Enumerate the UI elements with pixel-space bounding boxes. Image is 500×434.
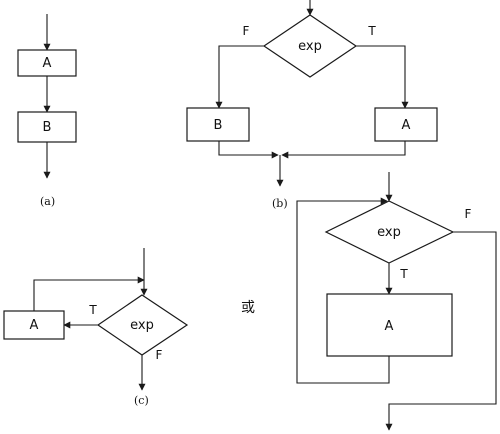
selection-merge-left-arrow — [218, 141, 279, 159]
loop-false-exit-arrow — [385, 231, 497, 431]
loop-body-box — [326, 293, 453, 357]
selection-structure: exp F T B A (b) — [186, 0, 438, 210]
sequence-caption: (a) — [40, 195, 55, 208]
loop-body-label: A — [385, 319, 394, 334]
selection-condition-label: exp — [298, 39, 322, 54]
selection-box-true-label: A — [402, 118, 411, 133]
sequence-box-b-label: B — [43, 120, 52, 135]
selection-box-false-label: B — [214, 118, 223, 133]
selection-true-branch-arrow — [356, 45, 409, 109]
loop-true-label: T — [399, 267, 408, 281]
loop-c-caption: (c) — [134, 394, 149, 407]
loop-c-body-box — [3, 310, 65, 340]
selection-false-label: F — [243, 24, 250, 38]
loop-test-first-structure: exp T A F — [296, 172, 497, 431]
loop-c-condition-label: exp — [130, 318, 154, 333]
loop-false-label: F — [465, 207, 472, 221]
loop-c-true-label: T — [88, 303, 97, 317]
selection-merge-right-arrow — [281, 141, 406, 159]
selection-box-false — [186, 107, 250, 142]
sequence-structure: A B (a) — [17, 14, 77, 208]
selection-condition-diamond — [262, 14, 358, 78]
selection-false-branch-arrow — [215, 45, 264, 109]
loop-c-body-label: A — [30, 318, 39, 333]
loop-c-back-edge-arrow — [33, 276, 145, 311]
selection-caption: (b) — [272, 197, 288, 210]
selection-box-true — [374, 107, 438, 142]
sequence-box-a-label: A — [43, 56, 52, 71]
loop-back-edge-arrow — [296, 197, 390, 384]
loop-condition-label: exp — [377, 225, 401, 240]
selection-true-label: T — [367, 24, 376, 38]
loop-c-false-label: F — [156, 348, 163, 362]
or-connector: 或 — [241, 300, 255, 316]
loop-test-last-structure: exp T A F (c) — [3, 248, 189, 407]
sequence-box-b — [17, 111, 77, 143]
